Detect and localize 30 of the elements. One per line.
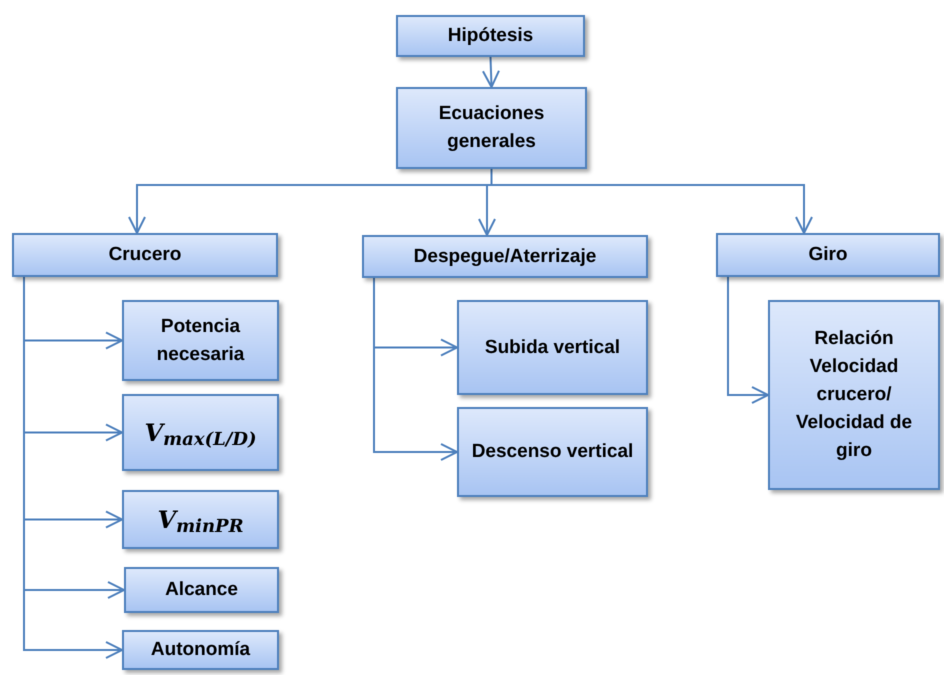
process-box bbox=[124, 567, 279, 613]
process-box bbox=[122, 300, 279, 381]
process-box bbox=[12, 233, 278, 277]
process-box bbox=[122, 394, 279, 471]
process-box bbox=[457, 300, 648, 395]
process-box bbox=[768, 300, 940, 490]
process-box bbox=[457, 407, 648, 497]
process-box bbox=[122, 630, 279, 670]
box-label: Relación Velocidad crucero/ Velocidad de giro bbox=[794, 327, 914, 463]
arrow bbox=[482, 56, 500, 88]
box-label: Potencia necesaria bbox=[156, 314, 246, 366]
process-box bbox=[716, 233, 940, 277]
box-label: Ecuaciones generales bbox=[438, 102, 546, 154]
box-label: Crucero bbox=[108, 243, 182, 267]
box-label: Autonomía bbox=[150, 638, 250, 662]
box-label: Alcance bbox=[165, 578, 238, 602]
arrow bbox=[373, 278, 458, 461]
process-box bbox=[122, 490, 279, 549]
formula: V$_{minPR}$ bbox=[157, 504, 244, 534]
formula: V$_{max(L/D)}$ bbox=[144, 418, 256, 448]
arrow bbox=[727, 277, 769, 404]
box-label: Descenso vertical bbox=[472, 440, 634, 464]
box-label: Hipótesis bbox=[448, 24, 534, 48]
box-label: Giro bbox=[808, 243, 848, 267]
box-label: Despegue/Aterrizaje bbox=[414, 244, 596, 268]
arrow bbox=[490, 169, 813, 234]
box-label: Subida vertical bbox=[484, 336, 620, 360]
process-box bbox=[396, 15, 585, 57]
process-box bbox=[362, 235, 648, 278]
process-box bbox=[396, 87, 587, 169]
